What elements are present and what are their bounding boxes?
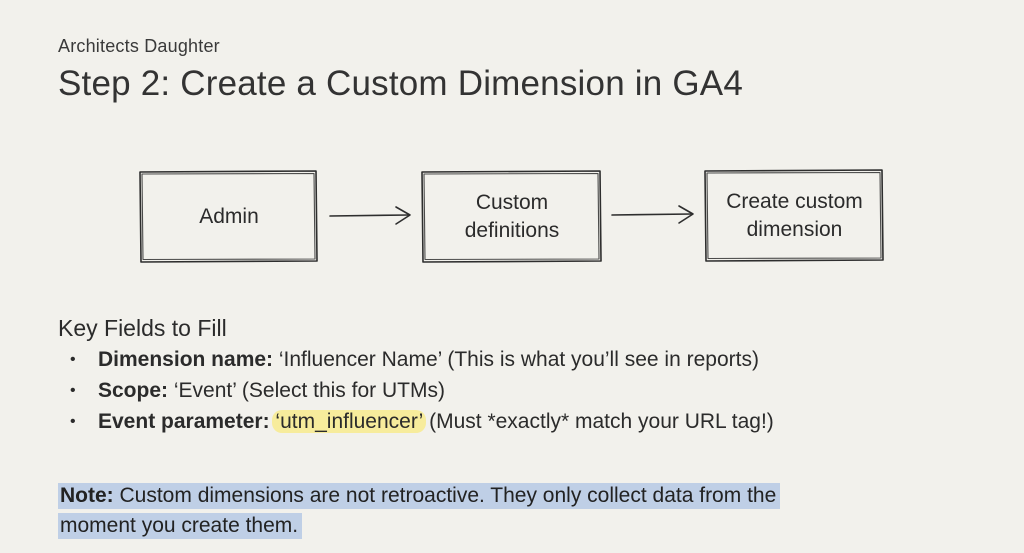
flow-box-custom-definitions (421, 170, 602, 263)
note-text-1: Custom dimensions are not retroactive. T… (113, 484, 777, 507)
flow-box-admin (139, 170, 318, 263)
note-line-2: moment you create them. (58, 513, 303, 539)
field-item-event-parameter: • Event parameter: ‘utm_influencer’ (Must… (70, 406, 774, 437)
field-item-scope: • Scope: ‘Event’ (Select this for UTMs) (70, 375, 774, 406)
flow-step-label-custom-definitions: Custom definitions (464, 190, 560, 242)
flow-arrow-1 (329, 206, 411, 225)
flow-arrow-2 (611, 205, 694, 224)
note-line-1: Note: Custom dimensions are not retroact… (58, 483, 781, 509)
flow-box-create-custom-dimension (704, 169, 884, 262)
bullet: • (70, 413, 76, 430)
field-value: ‘Influencer Name’ (This is what you’ll s… (273, 348, 759, 371)
field-key: Event parameter: (98, 410, 270, 433)
flow-step-label-create-custom-dimension: Create custom dimension (726, 189, 863, 241)
flow-step-label-admin: Admin (199, 204, 259, 228)
highlighted-parameter: ‘utm_influencer’ (272, 410, 427, 433)
bullet: • (70, 382, 76, 399)
retroactive-note: Note: Custom dimensions are not retroact… (58, 481, 781, 541)
font-label: Architects Daughter (58, 36, 220, 56)
field-key: Scope: (98, 379, 169, 402)
key-fields-list: • Dimension name: ‘Influencer Name’ (This… (70, 344, 774, 437)
field-item-dimension-name: • Dimension name: ‘Influencer Name’ (This… (70, 344, 774, 375)
flow-diagram-sketch (139, 169, 884, 263)
field-value: ‘Event’ (Select this for UTMs) (168, 379, 445, 402)
slide-title: Step 2: Create a Custom Dimension in GA4 (58, 64, 743, 103)
field-key: Dimension name: (98, 348, 274, 371)
note-label: Note: (60, 484, 114, 507)
bullet: • (70, 351, 76, 368)
key-fields-heading: Key Fields to Fill (58, 315, 227, 341)
field-value: (Must *exactly* match your URL tag!) (423, 410, 774, 433)
flow-diagram: Admin Custom definitions Create custom d… (139, 169, 884, 263)
